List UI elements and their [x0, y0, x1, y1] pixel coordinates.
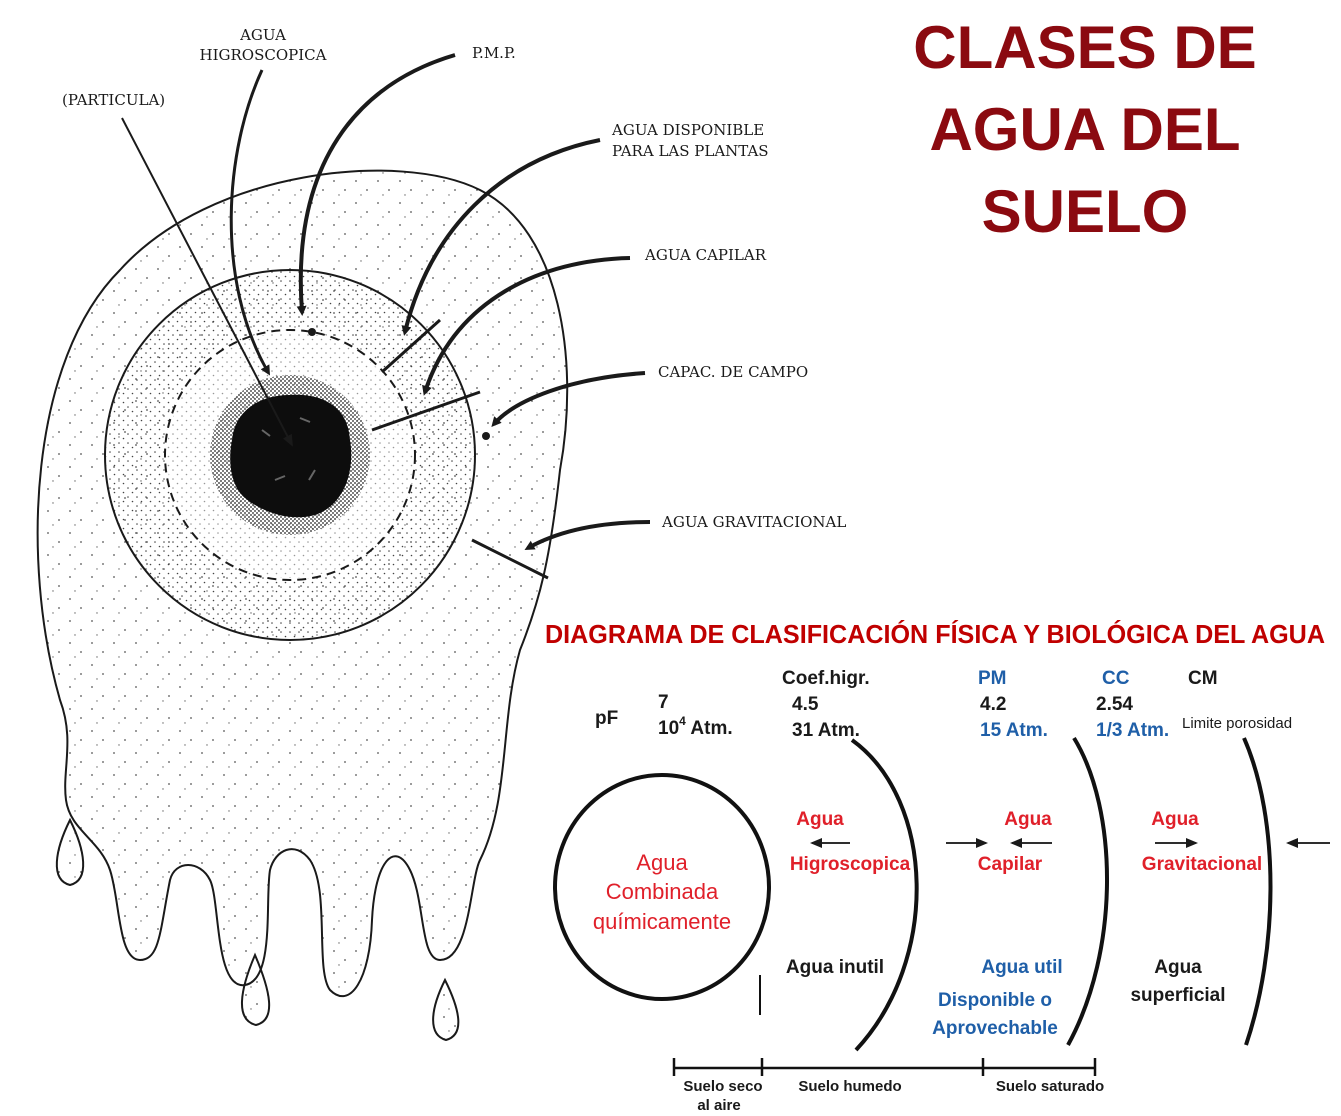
title-line-1: CLASES DE: [913, 14, 1256, 81]
title-line-2: AGUA DEL: [929, 96, 1240, 163]
particle-texture: [261, 417, 316, 481]
limite-porosidad: Limite porosidad: [1182, 715, 1292, 732]
combined-water-circle: [553, 773, 771, 1001]
zone-higro-1: Agua: [796, 809, 844, 830]
arrow-gravitacional: [524, 520, 651, 550]
arrow-higroscopica: [229, 69, 270, 376]
pm-value: 4.2: [980, 694, 1006, 715]
arrow-capac: [491, 371, 646, 428]
arrow-particula: [121, 117, 293, 447]
agua-inutil: Agua inutil: [786, 957, 884, 978]
suelo-seco-2: al aire: [697, 1097, 740, 1114]
pf-label: pF: [595, 708, 618, 729]
water-drop: [55, 817, 85, 887]
suelo-seco-1: Suelo seco: [683, 1078, 762, 1095]
diagram-title: DIAGRAMA DE CLASIFICACIÓN FÍSICA Y BIOLÓ…: [545, 619, 1325, 649]
pf-value-7: 7: [658, 692, 669, 713]
main-title: CLASES DE AGUA DEL SUELO: [913, 14, 1256, 245]
label-pmp: P.M.P.: [472, 44, 516, 62]
classification-diagram: DIAGRAMA DE CLASIFICACIÓN FÍSICA Y BIOLÓ…: [545, 619, 1330, 1114]
water-drop: [241, 952, 271, 1027]
zone-capilar-2: Capilar: [978, 854, 1043, 875]
label-agua-gravitacional: AGUA GRAVITACIONAL: [661, 513, 846, 531]
arrow-pmp: [296, 53, 456, 316]
arrow-capilar: [422, 256, 631, 396]
circle-text-2: Combinada: [606, 879, 719, 904]
pm-header: PM: [978, 668, 1007, 689]
soil-particle-illustration: AGUA HIGROSCOPICA P.M.P. (PARTICULA) AGU…: [36, 26, 846, 1042]
label-capac-campo: CAPAC. DE CAMPO: [658, 363, 808, 381]
agua-superficial-2: superficial: [1130, 985, 1225, 1006]
circle-text-1: Agua: [636, 850, 688, 875]
circle-text-3: químicamente: [593, 909, 731, 934]
agua-superficial-1: Agua: [1154, 957, 1202, 978]
label-agua-higroscopica-2: HIGROSCOPICA: [200, 46, 327, 64]
cc-atm: 1/3 Atm.: [1096, 720, 1169, 741]
label-agua-disponible-1: AGUA DISPONIBLE: [611, 121, 764, 139]
pm-atm: 15 Atm.: [980, 720, 1048, 741]
cc-value: 2.54: [1096, 694, 1133, 715]
cc-dot: [482, 432, 490, 440]
boundary-arc-pm: [1066, 736, 1109, 1046]
boundary-arc-cc: [1242, 737, 1273, 1046]
label-agua-disponible-2: PARA LAS PLANTAS: [612, 142, 769, 160]
disponible-o: Disponible o: [938, 990, 1052, 1011]
suelo-saturado: Suelo saturado: [996, 1078, 1104, 1095]
aprovechable: Aprovechable: [932, 1018, 1058, 1039]
available-tick: [380, 318, 442, 374]
cc-header: CC: [1102, 668, 1130, 689]
water-drop: [432, 977, 460, 1042]
title-line-3: SUELO: [982, 178, 1189, 245]
label-agua-higroscopica-1: AGUA: [239, 26, 286, 44]
coef-higr-value: 4.5: [792, 694, 819, 715]
zone-higro-2: Higroscopica: [790, 854, 911, 875]
label-agua-capilar: AGUA CAPILAR: [644, 246, 767, 264]
cm-header: CM: [1188, 668, 1218, 689]
pmp-dot: [308, 328, 316, 336]
agua-util: Agua util: [981, 957, 1062, 978]
zone-grav-2: Gravitacional: [1142, 854, 1262, 875]
zone-grav-1: Agua: [1151, 809, 1199, 830]
atm-10-4: 104 Atm.: [658, 714, 733, 739]
coef-higr-atm: 31 Atm.: [792, 720, 860, 741]
coef-higr-header: Coef.higr.: [782, 668, 870, 689]
boundary-arc-coef-higr: [850, 738, 919, 1052]
gravitational-tick: [471, 538, 549, 580]
suelo-humedo: Suelo humedo: [798, 1078, 901, 1095]
label-particula: (PARTICULA): [62, 91, 165, 109]
arrow-disponible: [401, 138, 601, 336]
soil-particle: [230, 394, 352, 518]
zone-capilar-1: Agua: [1004, 809, 1052, 830]
capacity-tick: [371, 390, 481, 432]
